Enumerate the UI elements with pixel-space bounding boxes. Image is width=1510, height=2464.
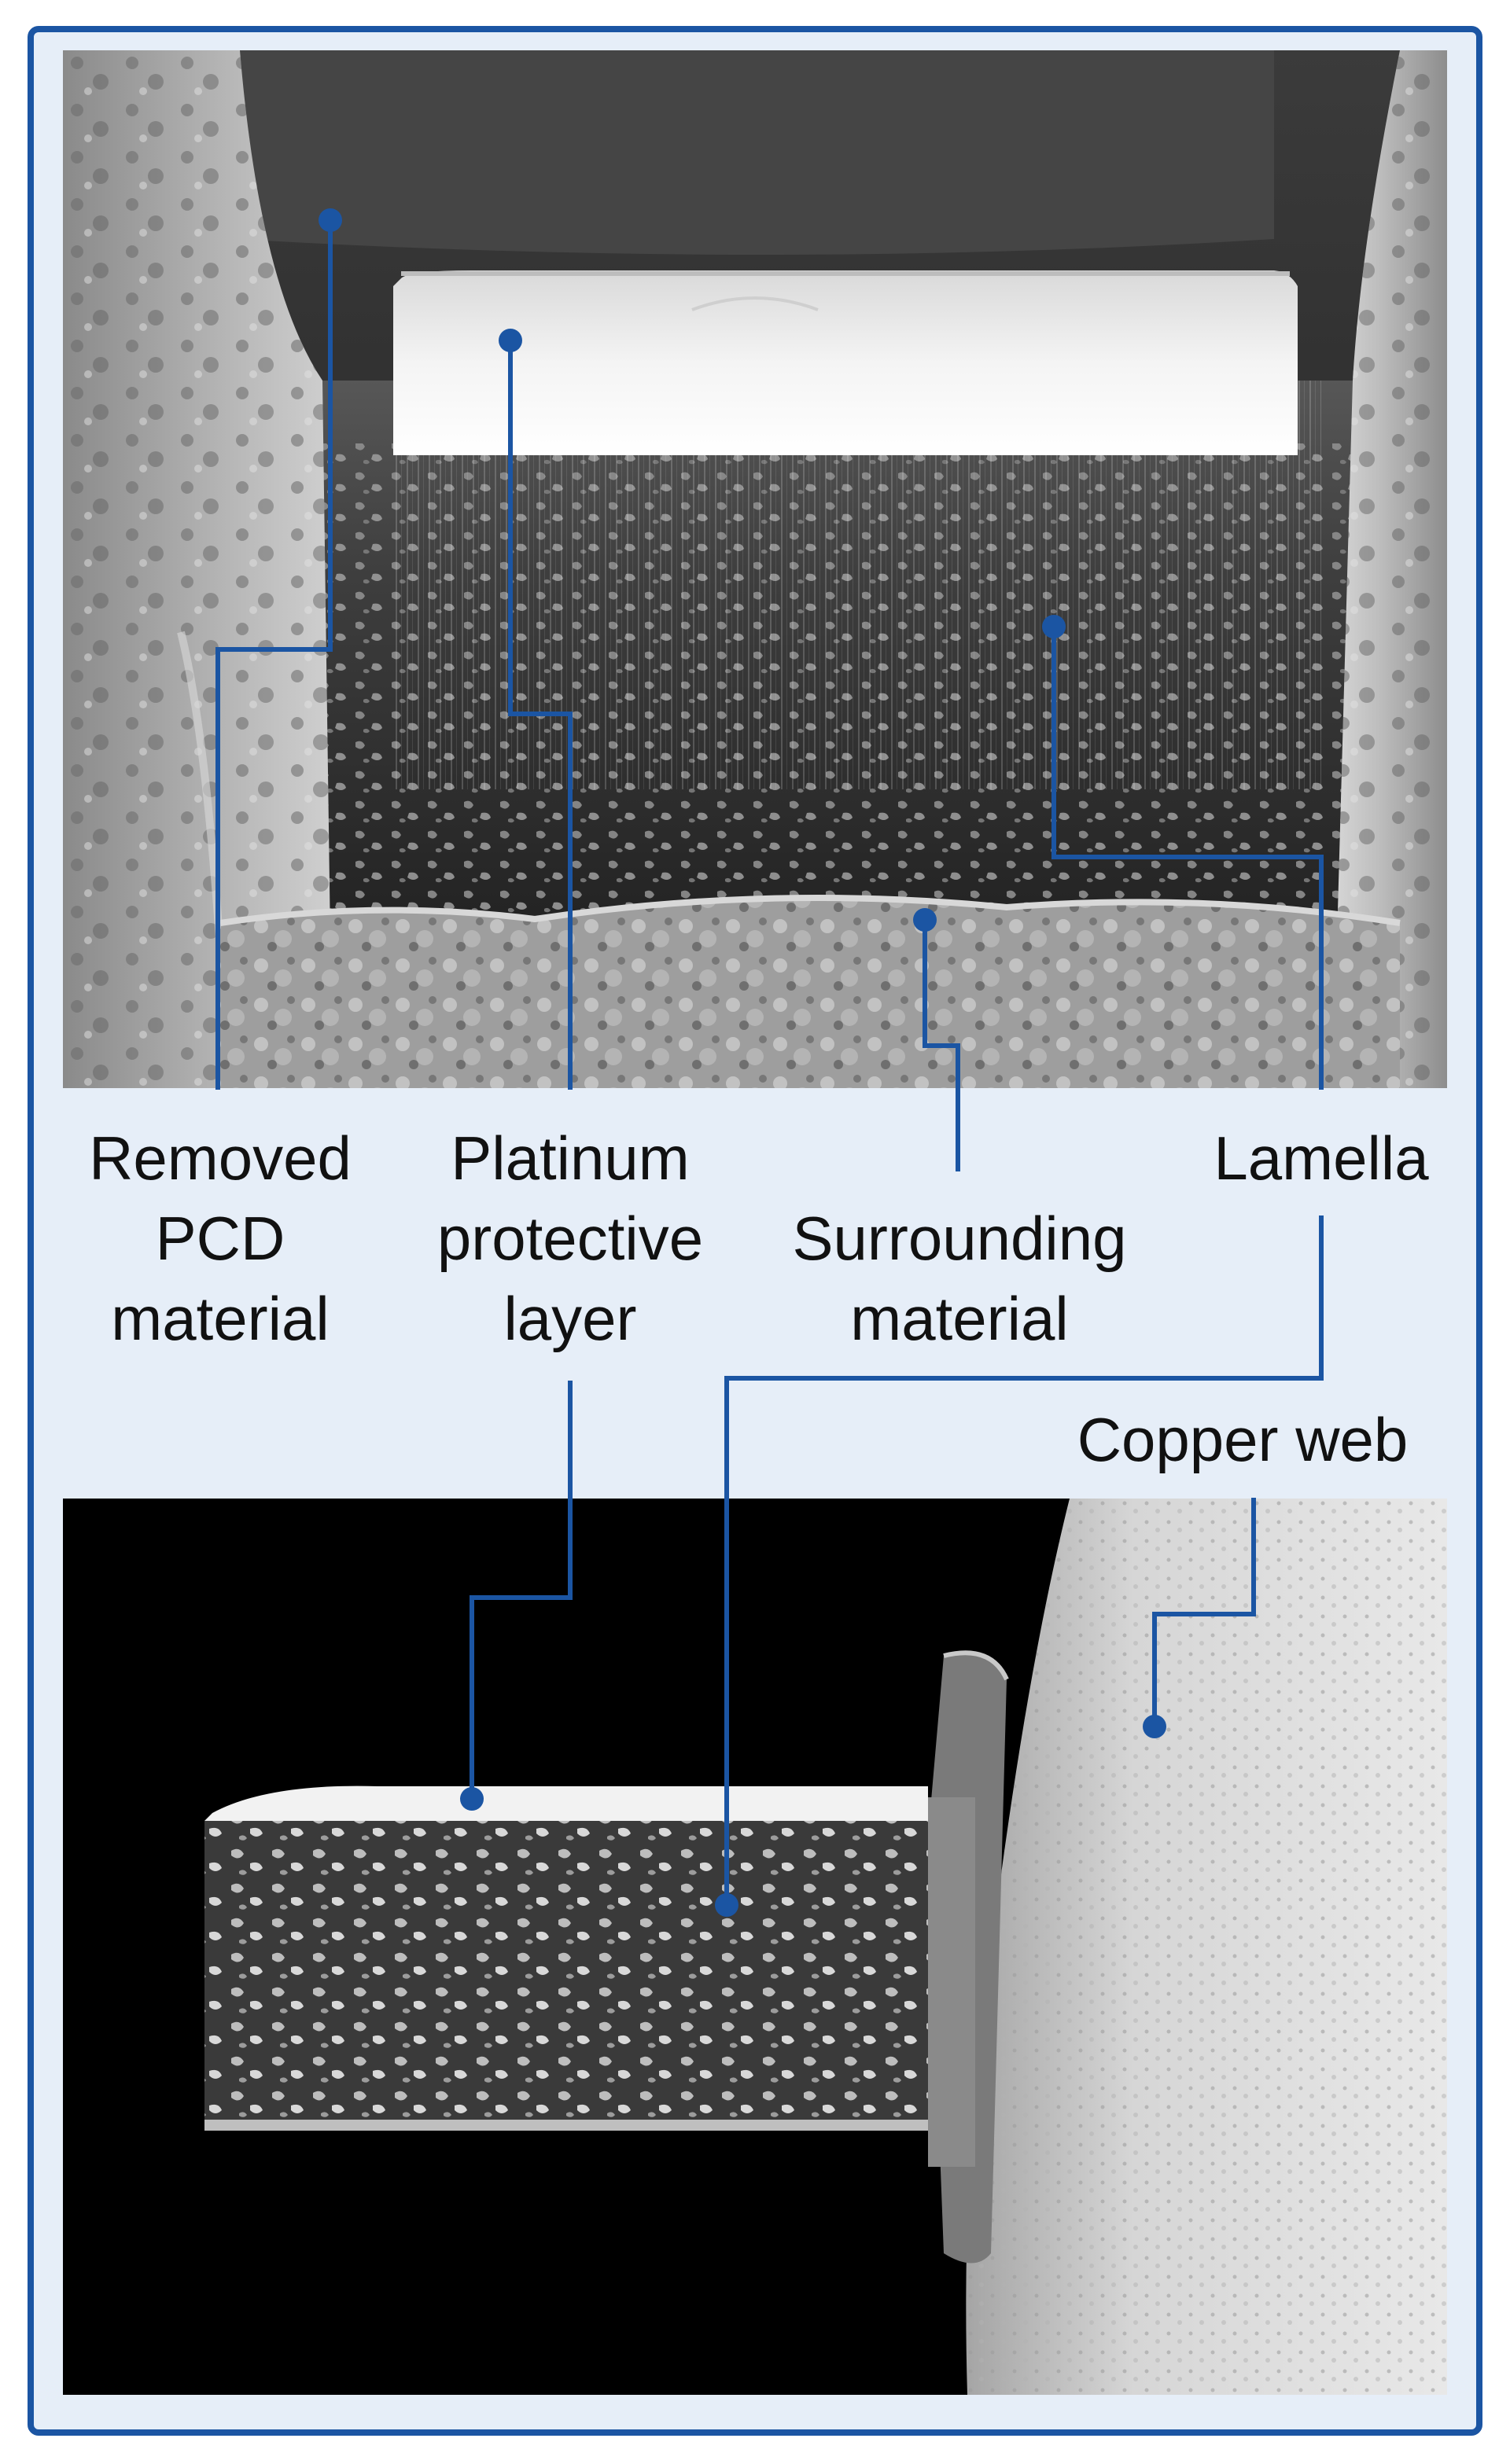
sem-lamella-image (63, 1499, 1447, 2395)
label-platinum-protective-layer: Platinum protective layer (436, 1124, 704, 1353)
label-surrounding-material: Surrounding material (792, 1204, 1127, 1353)
label-removed-pcd-material: Removed PCD material (89, 1124, 352, 1353)
label-copper-web: Copper web (1077, 1405, 1409, 1474)
label-lamella: Lamella (1214, 1124, 1429, 1193)
sem-trench-image (63, 50, 1447, 1088)
